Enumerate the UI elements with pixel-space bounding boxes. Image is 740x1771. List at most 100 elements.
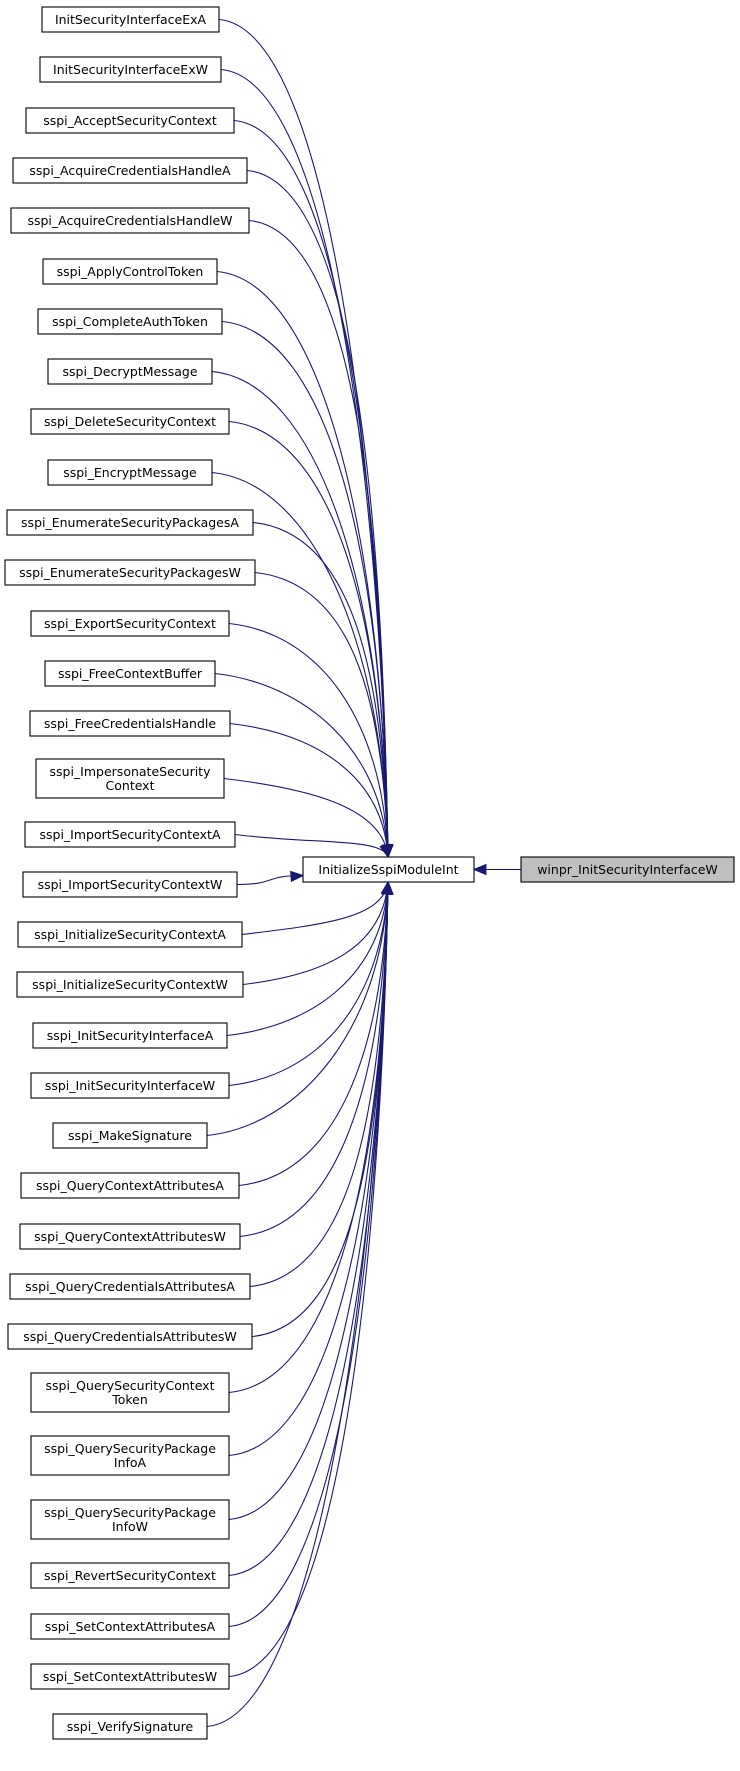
caller-node-22[interactable]: sspi_MakeSignature [52,1122,208,1149]
caller-node-7[interactable]: sspi_DecryptMessage [47,358,213,385]
caller-node-24-label: sspi_QueryContextAttributesW [34,1229,226,1244]
edge-caller-23 [238,881,389,1187]
caller-node-32-label: sspi_SetContextAttributesW [43,1669,217,1684]
edge-caller-12 [228,622,389,858]
caller-node-18[interactable]: sspi_InitializeSecurityContextA [17,921,243,948]
caller-node-4[interactable]: sspi_AcquireCredentialsHandleW [10,207,250,234]
edges-layer [206,18,521,1728]
edge-caller-16 [234,833,389,858]
caller-node-5-label: sspi_ApplyControlToken [57,264,204,279]
caller-node-28-label: sspi_QuerySecurityPackage [44,1441,216,1456]
caller-node-8[interactable]: sspi_DeleteSecurityContext [30,408,230,435]
edge-caller-1 [220,68,389,858]
edge-arrow-33 [382,880,394,895]
caller-node-21[interactable]: sspi_InitSecurityInterfaceW [30,1072,230,1099]
caller-node-31-label: sspi_SetContextAttributesA [45,1619,216,1634]
target-node: winpr_InitSecurityInterfaceW [520,856,735,883]
edge-caller-21 [228,881,389,1087]
edge-caller-25 [249,881,389,1288]
caller-node-33-label: sspi_VerifySignature [67,1719,194,1734]
caller-node-9-label: sspi_EncryptMessage [63,465,197,480]
edge-caller-33 [206,881,389,1728]
caller-node-3-label: sspi_AcquireCredentialsHandleA [29,163,231,178]
edge-caller-19 [242,881,389,986]
edge-arrow-16 [379,843,391,859]
caller-node-26-label: sspi_QueryCredentialsAttributesW [23,1329,237,1344]
edge-caller-6 [221,320,389,858]
caller-node-33[interactable]: sspi_VerifySignature [52,1713,208,1740]
caller-node-15-label: sspi_ImpersonateSecurity [50,764,212,779]
caller-node-27-label: Token [111,1392,148,1407]
caller-node-7-label: sspi_DecryptMessage [62,364,197,379]
caller-node-29-label: sspi_QuerySecurityPackage [44,1505,216,1520]
edge-caller-3 [246,169,389,858]
caller-node-25-label: sspi_QueryCredentialsAttributesA [25,1279,235,1294]
edge-arrow-17 [290,870,305,883]
caller-node-6[interactable]: sspi_CompleteAuthToken [37,308,223,335]
caller-node-20[interactable]: sspi_InitSecurityInterfaceA [32,1022,228,1049]
caller-node-25[interactable]: sspi_QueryCredentialsAttributesA [9,1273,251,1300]
caller-node-11-label: sspi_EnumerateSecurityPackagesW [19,565,241,580]
caller-node-18-label: sspi_InitializeSecurityContextA [34,927,226,942]
caller-node-17[interactable]: sspi_ImportSecurityContextW [22,871,238,898]
caller-node-20-label: sspi_InitSecurityInterfaceA [47,1028,214,1043]
edge-caller-11 [254,571,389,858]
caller-node-3[interactable]: sspi_AcquireCredentialsHandleA [12,157,248,184]
caller-node-0-label: InitSecurityInterfaceExA [55,12,207,27]
edge-caller-18 [241,881,389,936]
caller-node-26[interactable]: sspi_QueryCredentialsAttributesW [7,1323,253,1350]
caller-node-10[interactable]: sspi_EnumerateSecurityPackagesA [6,509,254,536]
caller-node-11[interactable]: sspi_EnumerateSecurityPackagesW [4,559,256,586]
caller-node-8-label: sspi_DeleteSecurityContext [44,414,216,429]
caller-node-19-label: sspi_InitializeSecurityContextW [32,977,228,992]
edge-caller-4 [248,219,389,858]
edge-caller-2 [233,119,389,858]
caller-node-12-label: sspi_ExportSecurityContext [44,616,216,631]
caller-node-17-label: sspi_ImportSecurityContextW [38,877,223,892]
caller-node-14-label: sspi_FreeCredentialsHandle [44,716,216,731]
caller-node-23-label: sspi_QueryContextAttributesA [36,1178,224,1193]
hub-node-label: InitializeSspiModuleInt [318,862,458,877]
caller-node-21-label: sspi_InitSecurityInterfaceW [45,1078,215,1093]
edge-caller-32 [228,881,389,1678]
caller-node-13[interactable]: sspi_FreeContextBuffer [44,660,216,687]
caller-node-16[interactable]: sspi_ImportSecurityContextA [24,821,236,848]
target-node-label: winpr_InitSecurityInterfaceW [537,862,718,877]
caller-node-10-label: sspi_EnumerateSecurityPackagesA [21,515,239,530]
caller-node-19[interactable]: sspi_InitializeSecurityContextW [16,971,244,998]
edge-hub-target-arrow [472,863,487,876]
edge-caller-22 [206,881,389,1137]
caller-node-2[interactable]: sspi_AcceptSecurityContext [25,107,235,134]
caller-node-1[interactable]: InitSecurityInterfaceExW [39,56,222,83]
caller-node-5[interactable]: sspi_ApplyControlToken [42,258,218,285]
caller-node-16-label: sspi_ImportSecurityContextA [39,827,220,842]
caller-node-4-label: sspi_AcquireCredentialsHandleW [27,213,232,228]
caller-node-15-label: Context [106,778,155,793]
caller-node-14[interactable]: sspi_FreeCredentialsHandle [29,710,231,737]
caller-node-9[interactable]: sspi_EncryptMessage [47,459,213,486]
edge-caller-15 [223,777,389,858]
caller-node-24[interactable]: sspi_QueryContextAttributesW [19,1223,241,1250]
hub-node[interactable]: InitializeSspiModuleInt [302,856,475,883]
caller-node-2-label: sspi_AcceptSecurityContext [43,113,217,128]
caller-node-32[interactable]: sspi_SetContextAttributesW [30,1663,230,1690]
caller-node-23[interactable]: sspi_QueryContextAttributesA [20,1172,240,1199]
edge-caller-26 [251,881,389,1338]
caller-node-31[interactable]: sspi_SetContextAttributesA [30,1613,230,1640]
caller-node-0[interactable]: InitSecurityInterfaceExA [41,6,220,33]
caller-node-30[interactable]: sspi_RevertSecurityContext [30,1562,230,1589]
edge-caller-24 [239,881,389,1238]
caller-node-28-label: InfoA [114,1455,147,1470]
edge-caller-10 [252,521,389,858]
caller-node-12[interactable]: sspi_ExportSecurityContext [30,610,230,637]
edge-caller-27 [228,881,389,1394]
edge-caller-8 [228,420,389,858]
caller-node-1-label: InitSecurityInterfaceExW [53,62,208,77]
caller-node-6-label: sspi_CompleteAuthToken [52,314,208,329]
caller-node-13-label: sspi_FreeContextBuffer [58,666,203,681]
